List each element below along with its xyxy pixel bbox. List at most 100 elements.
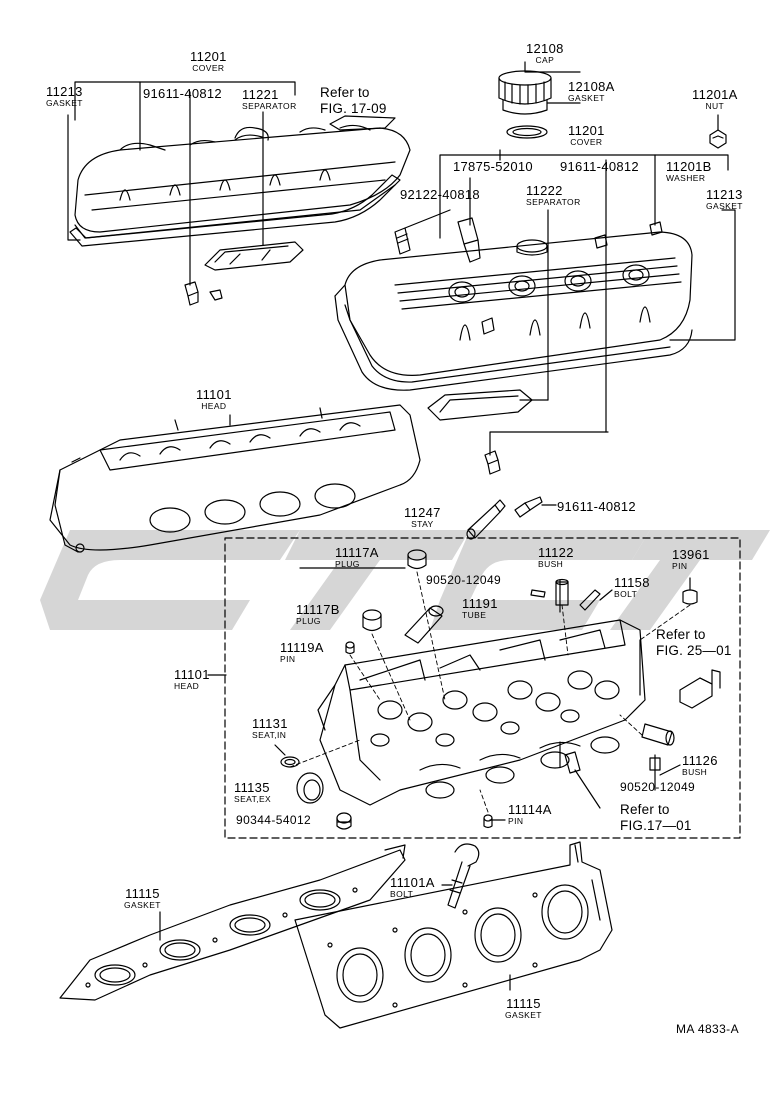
label-bolt-right: 91611-40812 — [560, 159, 639, 174]
label-gasket-11115-right: 11115 GASKET — [505, 997, 542, 1020]
pin-11114a — [483, 814, 493, 829]
part-number: 11101 — [174, 667, 210, 682]
label-gasket-left: 11213 GASKET — [46, 85, 83, 108]
label-bolt-stay: 91611-40812 — [557, 499, 636, 514]
label-seat-ex: 11135 SEAT,EX — [234, 781, 271, 804]
label-ref-fig-25-01: Refer to FIG. 25—01 — [656, 627, 732, 658]
label-gasket-11115-left: 11115 GASKET — [124, 887, 161, 910]
left-separator — [204, 241, 304, 271]
part-name: SEPARATOR — [526, 197, 581, 207]
label-ref-fig-17-09: Refer to FIG. 17-09 — [320, 85, 387, 116]
part-number: 12108 — [526, 41, 564, 56]
label-plug-90344: 90344-54012 — [236, 813, 312, 827]
pin-13961 — [682, 589, 698, 605]
label-pin-13961: 13961 PIN — [672, 548, 710, 571]
head-gasket-left — [59, 844, 406, 1001]
ref-line-2: FIG. 25—01 — [656, 642, 732, 658]
part-number: 11122 — [538, 545, 574, 560]
part-number: 11135 — [234, 780, 270, 795]
oil-filler-cap — [498, 61, 581, 115]
dowel-pin-bolt — [564, 751, 581, 774]
seat-in-11131 — [274, 744, 300, 768]
part-name: STAY — [411, 519, 434, 529]
part-name: BOLT — [614, 589, 638, 599]
ref-gasket-17-09 — [329, 115, 396, 131]
right-cover-washer-bolt — [594, 221, 663, 249]
part-number: 11213 — [46, 84, 83, 99]
label-plug-11117a: 11117A PLUG — [335, 546, 379, 569]
stay-bolt — [514, 496, 557, 518]
part-number: 11201A — [692, 87, 738, 102]
watermark-logo — [40, 530, 770, 630]
part-name: PIN — [672, 561, 688, 571]
label-plug-11117b: 11117B PLUG — [296, 603, 340, 626]
cylinder-head-lower — [317, 619, 646, 806]
label-separator-right: 11222 SEPARATOR — [526, 184, 581, 207]
label-stay: 11247 STAY — [404, 506, 441, 529]
part-name: WASHER — [666, 173, 706, 183]
label-head-lower: 11101 HEAD — [174, 668, 210, 691]
cap-gasket — [506, 102, 581, 139]
label-seat-in: 11131 SEAT,IN — [252, 717, 288, 740]
left-valve-cover — [74, 124, 411, 239]
label-bush-11122: 11122 BUSH — [538, 546, 574, 569]
label-bush-11126: 11126 BUSH — [682, 754, 718, 777]
plug-90344 — [336, 812, 352, 830]
ref-line-1: Refer to — [656, 627, 706, 642]
part-number: 11131 — [252, 716, 288, 731]
label-pin-11114a: 11114A PIN — [508, 803, 552, 826]
part-number: 11221 — [242, 87, 279, 102]
part-number: 11247 — [404, 505, 441, 520]
label-gasket-right: 11213 GASKET — [706, 188, 743, 211]
label-separator-left: 11221 SEPARATOR — [242, 88, 297, 111]
ref-line-2: FIG.17—01 — [620, 817, 692, 833]
part-name: HEAD — [174, 681, 200, 691]
cylinder-head-upper — [49, 404, 421, 553]
label-bolt-left: 91611-40812 — [143, 86, 222, 101]
seat-ex-11135 — [296, 772, 324, 804]
ref-line-2: FIG. 17-09 — [320, 100, 387, 116]
part-name: BOLT — [390, 889, 414, 899]
small-part-90520-top — [530, 589, 546, 598]
diagram-code: MA 4833-A — [676, 1022, 739, 1036]
ref-line-1: Refer to — [320, 85, 370, 100]
leader-lines-head-lower — [207, 567, 691, 823]
label-cap-gasket: 12108A GASKET — [568, 80, 615, 103]
label-cover-right: 11201 COVER — [568, 124, 605, 147]
label-part-90520-top: 90520-12049 — [426, 573, 502, 587]
plug-11117a — [407, 549, 427, 570]
part-number: 12108A — [568, 79, 615, 94]
label-tube-11191: 11191 TUBE — [462, 597, 498, 620]
part-name: COVER — [570, 137, 603, 147]
label-pin-11119a: 11119A PIN — [280, 641, 324, 664]
label-stud: 92122-40818 — [400, 187, 480, 202]
part-number: 11201 — [190, 49, 227, 64]
part-name: PLUG — [335, 559, 360, 569]
part-number: 11114A — [508, 802, 552, 817]
left-bolt — [184, 281, 223, 306]
part-number: 11222 — [526, 183, 563, 198]
part-name: GASKET — [124, 900, 161, 910]
right-separator — [427, 389, 533, 421]
label-nut: 11201A NUT — [692, 88, 738, 111]
dashed-assembly-lines — [289, 571, 691, 813]
part-number: 11101A — [390, 875, 435, 890]
part-name: SEPARATOR — [242, 101, 297, 111]
part-number: 11158 — [614, 575, 650, 590]
part-name: SEAT,EX — [234, 794, 272, 804]
part-name: SEAT,IN — [252, 730, 287, 740]
right-cover-pcv-fitting — [457, 217, 481, 263]
part-number: 11119A — [280, 640, 324, 655]
plug-11117b — [362, 609, 382, 632]
bush-11126 — [641, 723, 675, 746]
right-valve-cover — [334, 231, 693, 391]
right-bolt — [484, 450, 501, 475]
label-part-90520-bottom: 90520-12049 — [620, 780, 696, 794]
left-cover-gasket — [69, 174, 401, 247]
part-number: 13961 — [672, 547, 710, 562]
part-number: 11117A — [335, 545, 379, 560]
label-cap: 12108 CAP — [526, 42, 564, 65]
label-bolt-11101a: 11101A BOLT — [390, 876, 435, 899]
